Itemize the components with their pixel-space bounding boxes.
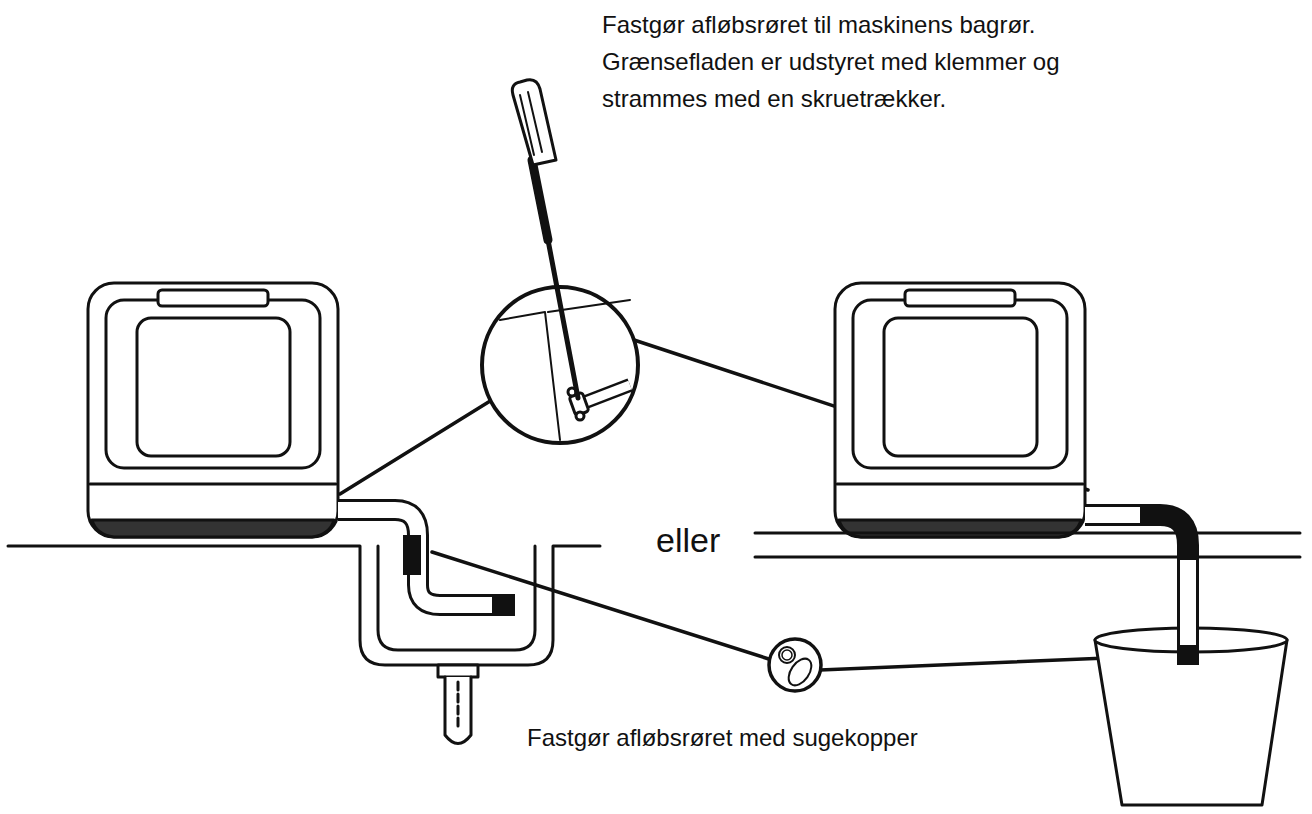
dishwasher: [835, 283, 1085, 537]
countertop: [755, 556, 1300, 559]
or-text: eller: [656, 518, 776, 562]
suction-cup: [769, 639, 821, 691]
note-text: Fastgør afløbsrøret med sugekopper: [527, 720, 1047, 756]
sink: [8, 546, 600, 744]
drain-hose: [1085, 515, 1188, 665]
countertop: [755, 532, 1300, 535]
note-text: Fastgør afløbsrøret til maskinens bagrør…: [602, 6, 1122, 118]
drain-hose: [338, 510, 515, 605]
leader-line: [340, 398, 495, 494]
zoom-detail: [482, 80, 638, 443]
bucket: [1095, 628, 1287, 805]
dishwasher: [88, 283, 338, 537]
